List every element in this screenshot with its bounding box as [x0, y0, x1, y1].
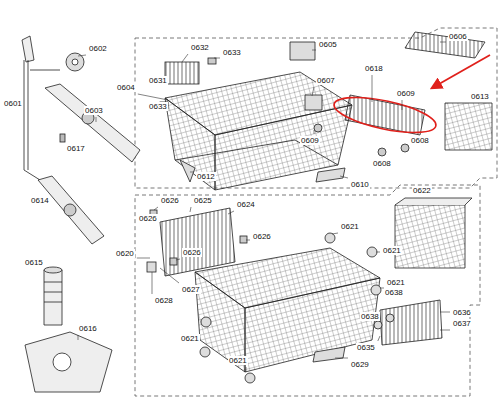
- leader-line: [376, 252, 380, 253]
- callout-number: 0626: [252, 232, 272, 241]
- callout-number: 0621: [386, 278, 406, 287]
- leader-line: [138, 94, 168, 100]
- callout-number: 0635: [356, 343, 376, 352]
- callout-number: 0621: [228, 356, 248, 365]
- callout-number: 0603: [84, 106, 104, 115]
- callout-number: 0632: [190, 43, 210, 52]
- leader-line: [314, 130, 315, 134]
- leader-line: [332, 233, 338, 234]
- leader-line: [190, 172, 194, 173]
- spray-system: [22, 36, 140, 392]
- callout-number: 0617: [66, 144, 86, 153]
- callout-number: 0609: [396, 89, 416, 98]
- leader-line: [312, 87, 314, 96]
- leader-line: [78, 55, 86, 56]
- leader-line: [372, 75, 373, 102]
- callout-number: 0614: [30, 196, 50, 205]
- callout-number: 0638: [384, 288, 404, 297]
- callout-number: 0610: [350, 180, 370, 189]
- leader-line: [440, 312, 450, 313]
- leader-line: [440, 330, 450, 331]
- leader-line: [440, 42, 446, 43]
- callout-number: 0618: [364, 64, 384, 73]
- leader-line: [378, 336, 380, 341]
- callout-number: 0626: [138, 214, 158, 223]
- callout-number: 0622: [412, 186, 432, 195]
- callout-number: 0606: [448, 32, 468, 41]
- callout-number: 0638: [360, 312, 380, 321]
- callout-number: 0607: [316, 76, 336, 85]
- leader-line: [214, 58, 220, 59]
- leader-line: [402, 100, 403, 110]
- leader-line: [190, 207, 191, 212]
- leader-line: [312, 50, 316, 51]
- lower-rack: [147, 198, 472, 372]
- callout-number: 0621: [382, 246, 402, 255]
- leader-line: [246, 240, 250, 241]
- callout-number: 0621: [340, 222, 360, 231]
- leader-line: [335, 358, 348, 359]
- leader-line: [160, 268, 179, 283]
- callout-number: 0604: [116, 83, 136, 92]
- callout-number: 0637: [452, 319, 472, 328]
- leader-line: [154, 207, 158, 210]
- leader-line: [228, 211, 234, 214]
- callout-number: 0636: [452, 308, 472, 317]
- leader-line: [152, 272, 153, 294]
- callout-number: 0612: [196, 172, 216, 181]
- callout-number: 0628: [154, 296, 174, 305]
- callout-number: 0625: [193, 196, 213, 205]
- callout-number: 0608: [372, 159, 392, 168]
- callout-number: 0627: [181, 285, 201, 294]
- callout-number: 0624: [236, 200, 256, 209]
- callout-number: 0626: [160, 196, 180, 205]
- leader-line: [78, 335, 79, 340]
- callout-number: 0615: [24, 258, 44, 267]
- callout-number: 0601: [3, 99, 23, 108]
- callout-number: 0605: [318, 40, 338, 49]
- callout-number: 0633: [148, 102, 168, 111]
- callout-number: 0620: [115, 249, 135, 258]
- callout-number: 0609: [300, 136, 320, 145]
- callout-number: 0629: [350, 360, 370, 369]
- highlight-arrow: [432, 55, 490, 88]
- upper-rack: [160, 32, 492, 190]
- callout-number: 0626: [182, 248, 202, 257]
- leader-line: [176, 259, 180, 260]
- group-outline: [135, 28, 497, 396]
- rack-wheel: [200, 233, 394, 383]
- highlight-ellipse: [331, 90, 439, 139]
- leader-line: [246, 367, 247, 372]
- callout-number: 0613: [470, 92, 490, 101]
- leader-line: [96, 117, 97, 122]
- callout-number: 0608: [410, 136, 430, 145]
- callout-number: 0602: [88, 44, 108, 53]
- callout-number: 0621: [180, 334, 200, 343]
- callout-number: 0633: [222, 48, 242, 57]
- callout-number: 0631: [148, 76, 168, 85]
- leader-line: [137, 258, 150, 259]
- callout-number: 0616: [78, 324, 98, 333]
- leader-line: [182, 54, 188, 62]
- leader-line: [340, 176, 348, 178]
